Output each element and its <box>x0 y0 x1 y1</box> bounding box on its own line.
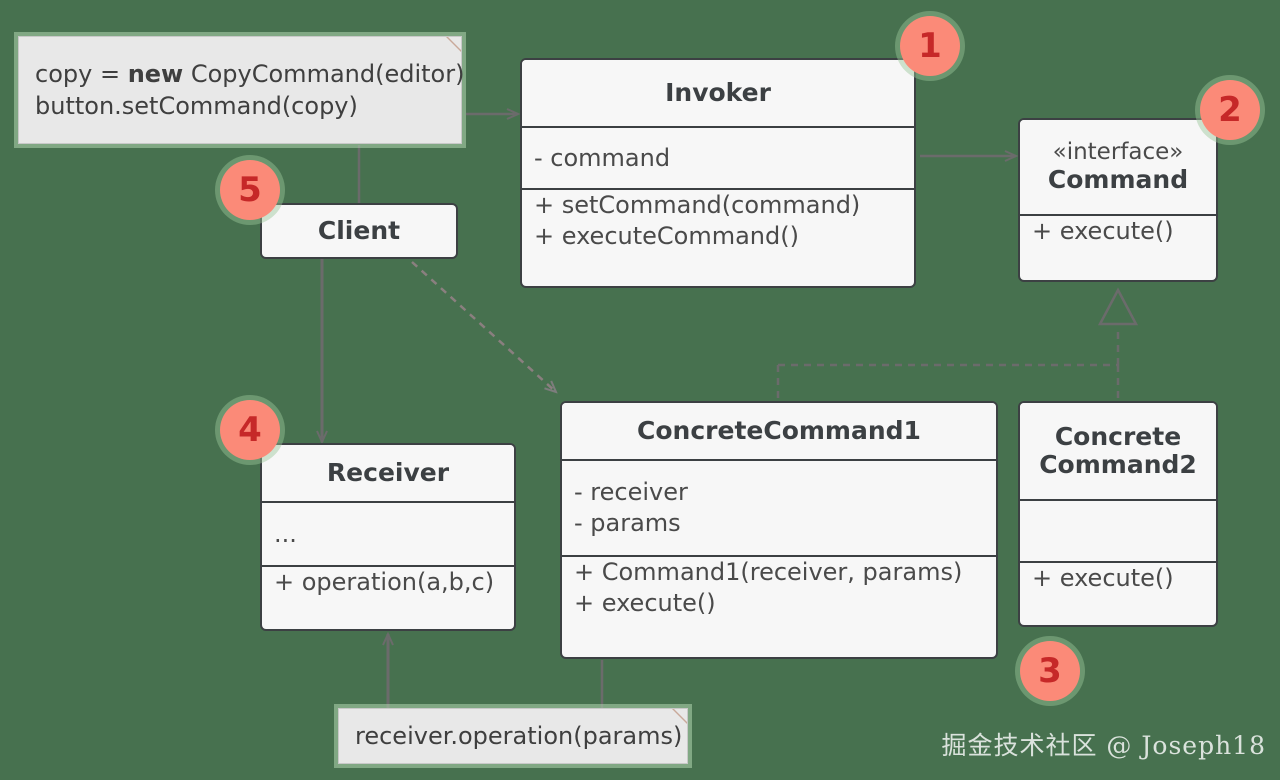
badge-4: 4 <box>220 400 280 460</box>
badge-1: 1 <box>900 16 960 76</box>
note-client-code-line-1: copy = new CopyCommand(editor) <box>19 58 465 90</box>
cc1-attribute: - receiver <box>574 478 688 507</box>
badge-2: 2 <box>1200 80 1260 140</box>
receiver-methods-compartment: + operation(a,b,c) <box>262 565 514 598</box>
cc2-title-compartment: Concrete Command2 <box>1020 403 1216 499</box>
cc2-name-line-2: Command2 <box>1039 450 1197 479</box>
receiver-class-name: Receiver <box>326 458 450 487</box>
receiver-attribute: ... <box>274 519 297 548</box>
invoker-methods-compartment: + setCommand(command) + executeCommand() <box>522 188 914 252</box>
cc1-class-name: ConcreteCommand1 <box>637 416 921 445</box>
note-line-pre: copy = <box>35 59 128 88</box>
invoker-attribute: - command <box>534 143 671 172</box>
receiver-title-compartment: Receiver <box>262 445 514 501</box>
cc1-method: + Command1(receiver, params) <box>574 558 963 586</box>
note-fold-inner-icon <box>674 709 687 722</box>
cc2-name-line-1: Concrete <box>1054 422 1182 451</box>
badge-5: 5 <box>220 160 280 220</box>
watermark: 掘金技术社区 @ Joseph18 <box>941 731 1266 760</box>
cc2-methods-compartment: + execute() <box>1020 561 1216 594</box>
class-box-command[interactable]: «interface» Command + execute() <box>1018 118 1218 282</box>
invoker-method: + executeCommand() <box>534 221 799 250</box>
cc2-class-name: Concrete Command2 <box>1020 423 1216 479</box>
command-stereotype: «interface» <box>1052 139 1184 166</box>
class-box-receiver[interactable]: Receiver ... + operation(a,b,c) <box>260 443 516 631</box>
command-class-name: «interface» Command <box>1020 139 1216 194</box>
note-fold-inner-icon <box>448 37 461 50</box>
command-methods-compartment: + execute() <box>1020 214 1216 247</box>
invoker-method: + setCommand(command) <box>534 191 861 219</box>
class-box-concrete-command-1[interactable]: ConcreteCommand1 - receiver - params + C… <box>560 401 998 659</box>
receiver-method: + operation(a,b,c) <box>274 568 495 596</box>
command-title-compartment: «interface» Command <box>1020 120 1216 214</box>
command-method: + execute() <box>1032 217 1174 245</box>
command-name-text: Command <box>1047 164 1189 194</box>
client-title-compartment: Client <box>262 205 456 257</box>
cc2-method: + execute() <box>1032 564 1174 592</box>
cc1-title-compartment: ConcreteCommand1 <box>562 403 996 459</box>
cc1-method: + execute() <box>574 588 716 617</box>
badge-3: 3 <box>1020 641 1080 701</box>
note-client-code: copy = new CopyCommand(editor) button.se… <box>18 36 465 144</box>
invoker-title-compartment: Invoker <box>522 60 914 126</box>
invoker-class-name: Invoker <box>665 78 771 107</box>
client-class-name: Client <box>317 216 401 245</box>
note-receiver-call-text: receiver.operation(params) <box>355 721 683 750</box>
note-receiver-call: receiver.operation(params) <box>338 708 688 764</box>
cc1-attributes-compartment: - receiver - params <box>562 459 996 555</box>
note-line-keyword: new <box>127 59 184 88</box>
class-box-client[interactable]: Client <box>260 203 458 259</box>
class-box-concrete-command-2[interactable]: Concrete Command2 + execute() <box>1018 401 1218 627</box>
cc1-attribute: - params <box>574 509 681 537</box>
invoker-attributes-compartment: - command <box>522 126 914 188</box>
class-box-invoker[interactable]: Invoker - command + setCommand(command) … <box>520 58 916 288</box>
note-client-code-line-2: button.setCommand(copy) <box>35 92 358 120</box>
realization-triangle <box>1097 287 1139 326</box>
cc1-methods-compartment: + Command1(receiver, params) + execute() <box>562 555 996 619</box>
cc2-attributes-compartment <box>1020 499 1216 561</box>
receiver-attributes-compartment: ... <box>262 501 514 565</box>
note-line-post: CopyCommand(editor) <box>183 59 465 88</box>
